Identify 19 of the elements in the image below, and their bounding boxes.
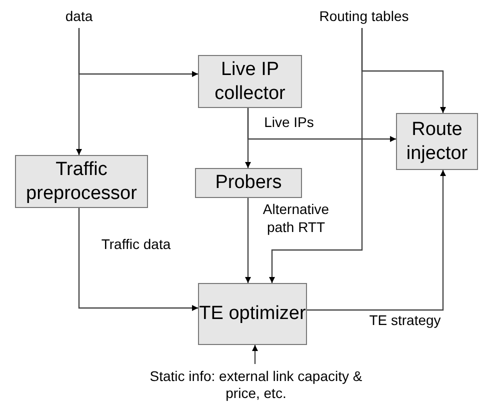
edge-label: Alternative path RTT bbox=[262, 201, 330, 236]
process-box: TE optimizer bbox=[198, 283, 307, 345]
process-box: Probers bbox=[195, 168, 302, 198]
arrow bbox=[307, 170, 446, 311]
input-label: data bbox=[55, 6, 103, 28]
arrow bbox=[252, 345, 258, 364]
arrow bbox=[269, 28, 363, 283]
process-box: Route injector bbox=[396, 113, 478, 170]
edge-label: Traffic data bbox=[100, 236, 172, 254]
arrow bbox=[78, 208, 198, 311]
arrow bbox=[245, 198, 251, 283]
arrow bbox=[247, 108, 396, 142]
process-box: Traffic preprocessor bbox=[15, 155, 148, 208]
process-box: Live IP collector bbox=[198, 55, 302, 108]
edge-label: Live IPs bbox=[263, 114, 315, 132]
input-label: Static info: external link capacity & price, etc. bbox=[145, 364, 367, 406]
edge-label: TE strategy bbox=[368, 312, 442, 330]
arrow bbox=[76, 28, 82, 155]
input-label: Routing tables bbox=[305, 6, 423, 28]
